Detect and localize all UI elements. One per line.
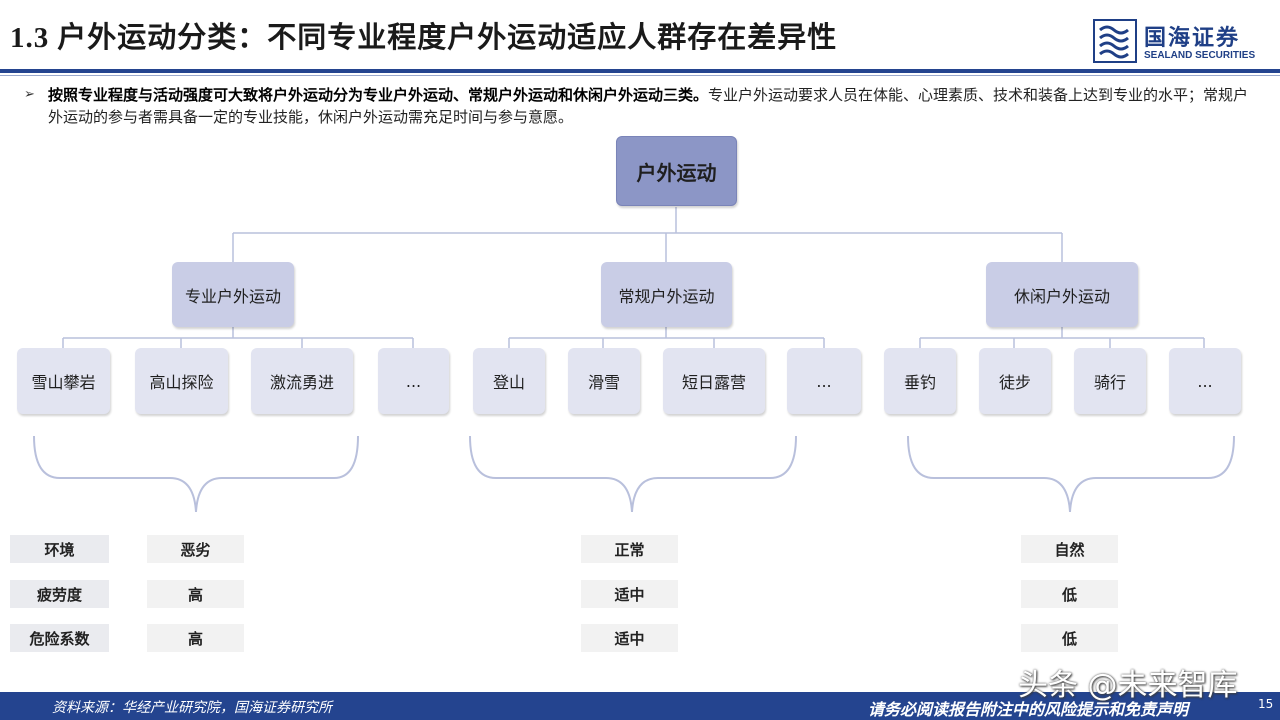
value-text: 适中 [614, 585, 645, 604]
intro-bold: 按照专业程度与活动强度可大致将户外运动分为专业户外运动、常规户外运动和休闲户外运… [48, 86, 709, 104]
value-leisure-risk: 低 [1021, 624, 1118, 652]
leaf-node: 雪山攀岩 [17, 348, 110, 414]
header-divider [0, 69, 1280, 73]
value-text: 高 [187, 585, 203, 604]
value-regular-risk: 适中 [581, 624, 678, 652]
attribute-label-text: 疲劳度 [36, 585, 82, 604]
value-professional-fatigue: 高 [147, 580, 244, 608]
group-braces [33, 435, 1235, 513]
intro-paragraph: ➢ 按照专业程度与活动强度可大致将户外运动分为专业户外运动、常规户外运动和休闲户… [24, 84, 1251, 128]
leaf-label: 高山探险 [149, 373, 214, 392]
value-leisure-environment: 自然 [1021, 535, 1118, 563]
attribute-label-environment: 环境 [10, 535, 109, 563]
leaf-label: 短日露营 [681, 373, 746, 392]
value-regular-fatigue: 适中 [581, 580, 678, 608]
value-professional-risk: 高 [147, 624, 244, 652]
leaf-label: 骑行 [1093, 373, 1126, 392]
attribute-label-text: 环境 [44, 540, 75, 559]
footer-bar: 资料来源：华经产业研究院，国海证券研究所 请务必阅读报告附注中的风险提示和免责声… [0, 692, 1280, 720]
leaf-node: 高山探险 [135, 348, 228, 414]
leaf-label: ... [405, 371, 422, 391]
value-text: 正常 [614, 540, 645, 559]
leaf-node: ... [1169, 348, 1241, 414]
leaf-label: 登山 [492, 373, 525, 392]
sealand-logo-icon [1093, 19, 1137, 63]
disclaimer-link[interactable]: 请务必阅读报告附注中的风险提示和免责声明 [868, 700, 1189, 719]
page-number: 15 [1258, 697, 1274, 711]
category-label: 休闲户外运动 [1013, 286, 1110, 306]
company-logo: 国海证券 SEALAND SECURITIES [1092, 16, 1272, 68]
attribute-label-fatigue: 疲劳度 [10, 580, 109, 608]
leaf-label: 垂钓 [903, 373, 936, 392]
leaf-label: 雪山攀岩 [31, 373, 96, 392]
value-text: 低 [1061, 585, 1077, 604]
header-divider-thin [0, 75, 1280, 76]
attribute-label-risk: 危险系数 [10, 624, 109, 652]
leaf-node: ... [787, 348, 861, 414]
value-text: 恶劣 [180, 540, 211, 559]
intro-normal: 专业户外运动要求人员在体能、心理素质、技术和装备上达到专业的水平；常规户外运动的… [48, 86, 1249, 126]
leaf-label: 滑雪 [587, 373, 620, 392]
value-leisure-fatigue: 低 [1021, 580, 1118, 608]
leaf-node: 滑雪 [568, 348, 640, 414]
logo-text-en: SEALAND SECURITIES [1144, 50, 1256, 61]
leaf-label: ... [816, 371, 832, 391]
category-label: 常规户外运动 [618, 286, 715, 306]
leaf-node: 登山 [473, 348, 545, 414]
leaf-label: ... [1197, 371, 1213, 391]
value-text: 低 [1061, 629, 1077, 648]
logo-text-zh: 国海证券 [1144, 26, 1241, 51]
value-regular-environment: 正常 [581, 535, 678, 563]
leaf-node: 短日露营 [663, 348, 765, 414]
leaf-node: 激流勇进 [251, 348, 353, 414]
section-number: 1.3 [10, 22, 50, 54]
root-node-label: 户外运动 [636, 160, 717, 185]
category-professional: 专业户外运动 [172, 262, 294, 327]
attribute-label-text: 危险系数 [29, 629, 90, 648]
watermark: 头条 @未来智库 [1018, 668, 1238, 703]
leaf-node: 垂钓 [884, 348, 956, 414]
bullet-arrow-icon: ➢ [24, 87, 35, 102]
value-text: 适中 [614, 629, 645, 648]
leaf-label: 徒步 [998, 373, 1031, 392]
category-leisure: 休闲户外运动 [986, 262, 1138, 327]
title-text: 户外运动分类：不同专业程度户外运动适应人群存在差异性 [57, 20, 838, 54]
category-regular: 常规户外运动 [601, 262, 732, 327]
leaf-label: 激流勇进 [269, 373, 334, 392]
intro-text: 按照专业程度与活动强度可大致将户外运动分为专业户外运动、常规户外运动和休闲户外运… [48, 84, 1251, 128]
root-node: 户外运动 [616, 136, 737, 206]
value-text: 自然 [1054, 540, 1085, 559]
category-label: 专业户外运动 [184, 286, 281, 306]
source-note: 资料来源：华经产业研究院，国海证券研究所 [52, 700, 332, 716]
value-text: 高 [187, 629, 203, 648]
leaf-node: 徒步 [979, 348, 1051, 414]
value-professional-environment: 恶劣 [147, 535, 244, 563]
leaf-node: ... [378, 348, 449, 414]
leaf-node: 骑行 [1074, 348, 1146, 414]
